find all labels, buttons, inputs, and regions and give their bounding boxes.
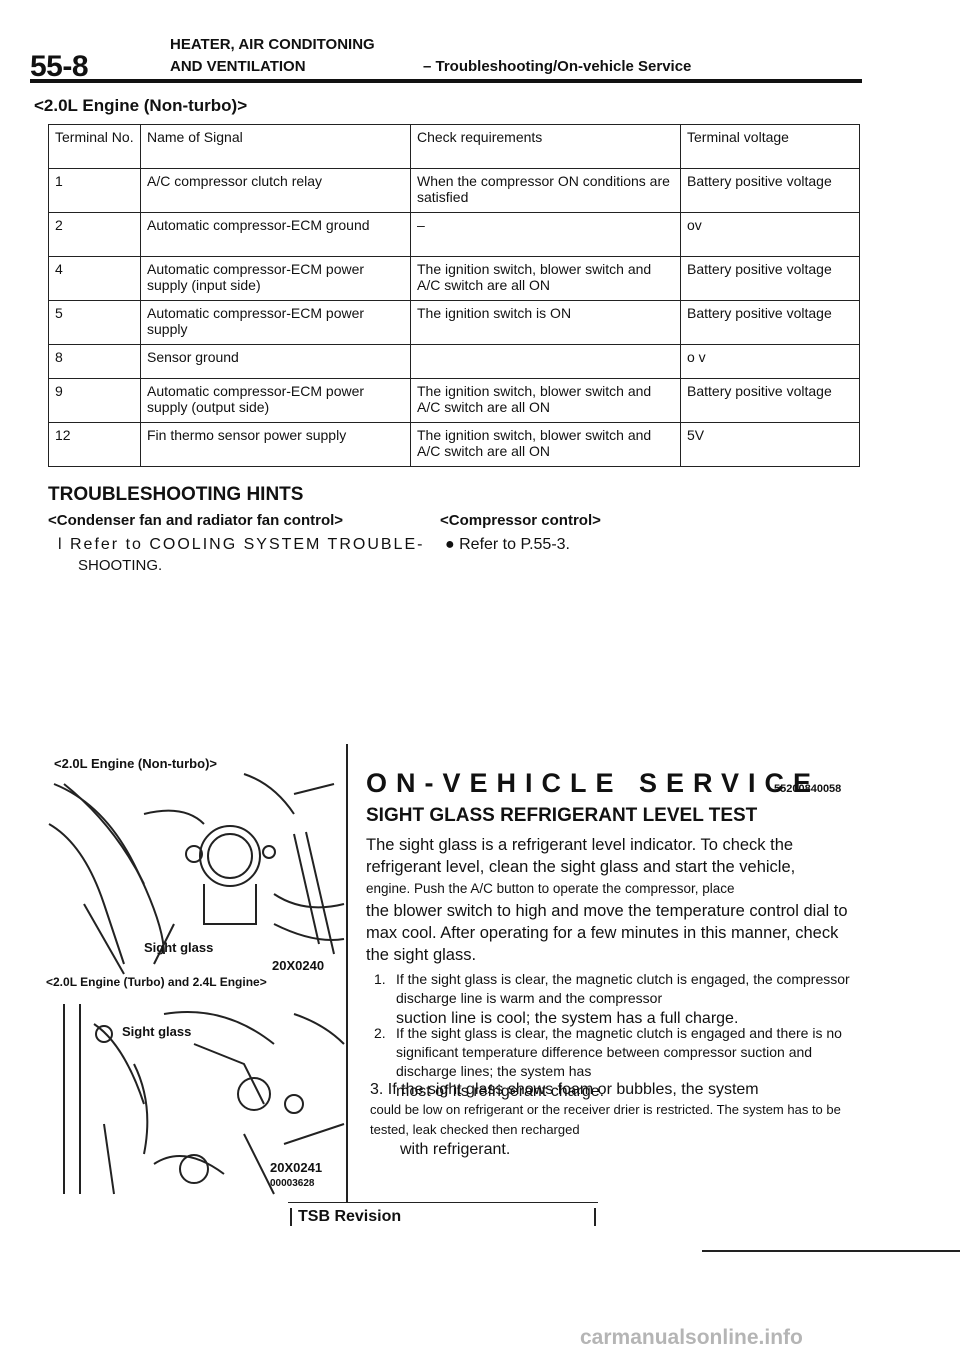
figure-label-top: <2.0L Engine (Non-turbo)> bbox=[54, 756, 217, 771]
header-section-title: – Troubleshooting/On-vehicle Service bbox=[423, 58, 692, 75]
figure-code-bottom: 20X0241 bbox=[270, 1160, 322, 1175]
footer-rule bbox=[702, 1250, 960, 1252]
table-row: 2 Automatic compressor-ECM ground – ov bbox=[48, 212, 860, 257]
table-title: <2.0L Engine (Non-turbo)> bbox=[34, 96, 248, 115]
check-cell: The ignition switch, blower switch and A… bbox=[410, 256, 681, 301]
step-2-text-cont: most of its refrigerant charge. bbox=[396, 1083, 605, 1100]
figure-callout-bottom: Sight glass bbox=[122, 1024, 191, 1039]
compressor-control-bullet: ● Refer to P.55-3. bbox=[445, 536, 570, 554]
step-1-text: If the sight glass is clear, the magneti… bbox=[396, 971, 850, 1006]
intro-text-c: the blower switch to high and move the t… bbox=[366, 902, 848, 964]
voltage-cell: Battery positive voltage bbox=[680, 256, 860, 301]
check-cell: – bbox=[410, 212, 681, 257]
step-1-text-cont: suction line is cool; the system has a f… bbox=[396, 1010, 739, 1027]
signal-cell: Sensor ground bbox=[140, 344, 411, 379]
sight-glass-test-title: SIGHT GLASS REFRIGERANT LEVEL TEST bbox=[366, 805, 758, 826]
terminal-cell: 9 bbox=[48, 378, 141, 423]
header-terminal-voltage: Terminal voltage bbox=[680, 124, 860, 169]
fan-control-bullet: l Refer to COOLING SYSTEM TROUBLE- bbox=[58, 536, 424, 554]
table-row: 1 A/C compressor clutch relay When the c… bbox=[48, 168, 860, 213]
check-cell: The ignition switch, blower switch and A… bbox=[410, 378, 681, 423]
table-header-row: Terminal No. Name of Signal Check requir… bbox=[48, 124, 860, 169]
step-2-number: 2. bbox=[374, 1025, 386, 1041]
bullet-icon: l bbox=[58, 536, 70, 553]
table-row: 4 Automatic compressor-ECM power supply … bbox=[48, 256, 860, 301]
step-3-text: 3. If the sight glass shows foam or bubb… bbox=[370, 1081, 759, 1098]
check-cell: The ignition switch, blower switch and A… bbox=[410, 422, 681, 467]
table-row: 8 Sensor ground o v bbox=[48, 344, 860, 379]
check-cell: When the compressor ON conditions are sa… bbox=[410, 168, 681, 213]
table-row: 9 Automatic compressor-ECM power supply … bbox=[48, 378, 860, 423]
step-1: 1. If the sight glass is clear, the magn… bbox=[374, 970, 866, 1030]
signal-cell: Automatic compressor-ECM ground bbox=[140, 212, 411, 257]
engine-illustration-top bbox=[48, 773, 345, 975]
voltage-cell: Battery positive voltage bbox=[680, 168, 860, 213]
step-2-text: If the sight glass is clear, the magneti… bbox=[396, 1025, 842, 1079]
header-title-line1: HEATER, AIR CONDITONING bbox=[170, 36, 375, 53]
voltage-cell: o v bbox=[680, 344, 860, 379]
signal-cell: Automatic compressor-ECM power supply (o… bbox=[140, 378, 411, 423]
tsb-left-bar bbox=[290, 1208, 292, 1226]
signal-cell: Automatic compressor-ECM power supply bbox=[140, 300, 411, 345]
service-title: ON-VEHICLE SERVICE bbox=[366, 768, 821, 798]
terminal-cell: 2 bbox=[48, 212, 141, 257]
voltage-cell: Battery positive voltage bbox=[680, 300, 860, 345]
signal-cell: Fin thermo sensor power supply bbox=[140, 422, 411, 467]
voltage-cell: ov bbox=[680, 212, 860, 257]
intro-text-b: engine. Push the A/C button to operate t… bbox=[366, 881, 735, 896]
step-1-number: 1. bbox=[374, 971, 386, 987]
header-signal-name: Name of Signal bbox=[140, 124, 411, 169]
troubleshooting-title: TROUBLESHOOTING HINTS bbox=[48, 484, 304, 505]
terminal-cell: 4 bbox=[48, 256, 141, 301]
terminal-table: Terminal No. Name of Signal Check requir… bbox=[48, 124, 860, 467]
signal-cell: A/C compressor clutch relay bbox=[140, 168, 411, 213]
step-3: 3. If the sight glass shows foam or bubb… bbox=[370, 1080, 860, 1160]
tsb-right-bar bbox=[594, 1208, 596, 1226]
step-3-text-end: with refrigerant. bbox=[400, 1141, 511, 1158]
page-number: 55-8 bbox=[30, 50, 89, 83]
check-cell bbox=[410, 344, 681, 379]
sight-glass-figure: <2.0L Engine (Non-turbo)> Sight glass 20… bbox=[46, 756, 345, 1195]
engine-illustration-bottom bbox=[63, 1004, 345, 1195]
compressor-control-subtitle: <Compressor control> bbox=[440, 512, 601, 529]
figure-callout-top: Sight glass bbox=[144, 940, 213, 955]
figure-divider bbox=[346, 744, 348, 1202]
tsb-revision-box bbox=[288, 1202, 598, 1231]
terminal-cell: 12 bbox=[48, 422, 141, 467]
terminal-cell: 5 bbox=[48, 300, 141, 345]
fan-control-text-cont: SHOOTING. bbox=[78, 557, 163, 574]
bullet-dot-icon: ● bbox=[445, 536, 460, 553]
figure-label-bottom: <2.0L Engine (Turbo) and 2.4L Engine> bbox=[46, 975, 267, 989]
terminal-cell: 1 bbox=[48, 168, 141, 213]
signal-cell: Automatic compressor-ECM power supply (i… bbox=[140, 256, 411, 301]
check-cell: The ignition switch is ON bbox=[410, 300, 681, 345]
header-title-line2: AND VENTILATION bbox=[170, 58, 306, 75]
intro-text-a: The sight glass is a refrigerant level i… bbox=[366, 836, 796, 876]
header-terminal-no: Terminal No. bbox=[48, 124, 141, 169]
figure-code-ref: 00003628 bbox=[270, 1178, 315, 1189]
voltage-cell: Battery positive voltage bbox=[680, 378, 860, 423]
table-row: 5 Automatic compressor-ECM power supply … bbox=[48, 300, 860, 345]
terminal-cell: 8 bbox=[48, 344, 141, 379]
step-3-text-cont: could be low on refrigerant or the recei… bbox=[370, 1102, 841, 1137]
service-intro: The sight glass is a refrigerant level i… bbox=[366, 834, 860, 966]
tsb-revision-label: TSB Revision bbox=[298, 1208, 402, 1225]
header-rule bbox=[30, 79, 862, 83]
figure-code-top: 20X0240 bbox=[272, 958, 324, 973]
fan-control-subtitle: <Condenser fan and radiator fan control> bbox=[48, 512, 344, 529]
service-code: 55200840058 bbox=[774, 783, 842, 795]
table-row: 12 Fin thermo sensor power supply The ig… bbox=[48, 422, 860, 467]
fan-control-text: Refer to COOLING SYSTEM TROUBLE- bbox=[70, 536, 425, 553]
watermark: carmanualsonline.info bbox=[580, 1326, 803, 1349]
header-check-requirements: Check requirements bbox=[410, 124, 681, 169]
compressor-control-text: Refer to P.55-3. bbox=[459, 536, 570, 553]
voltage-cell: 5V bbox=[680, 422, 860, 467]
step-2: 2. If the sight glass is clear, the magn… bbox=[374, 1024, 866, 1103]
